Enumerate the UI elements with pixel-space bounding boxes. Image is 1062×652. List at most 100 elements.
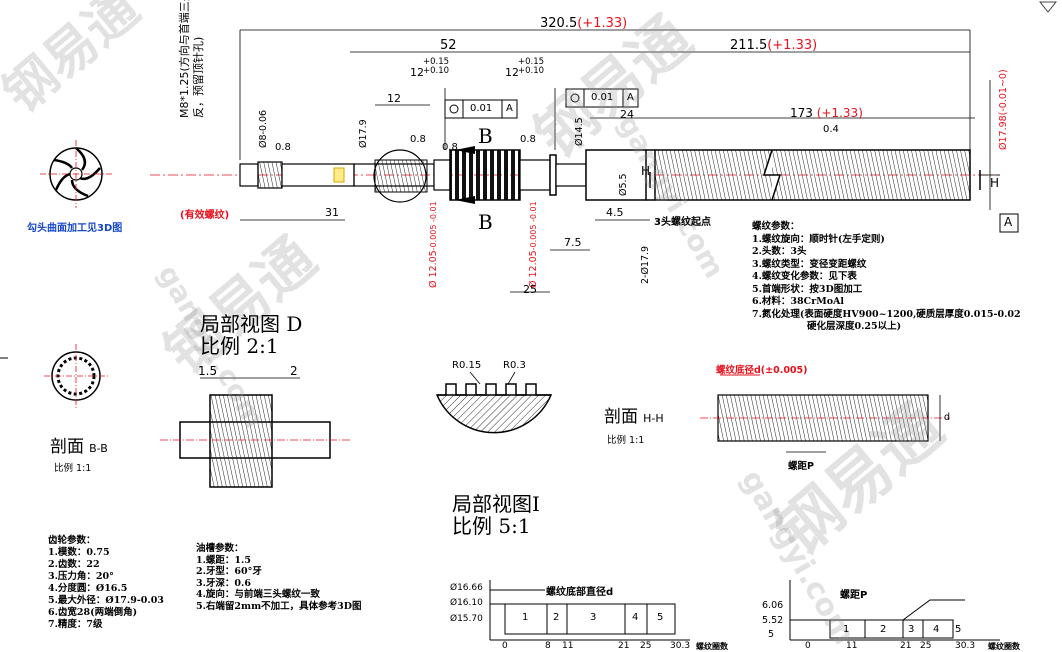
- table-p-x2: 21: [900, 641, 912, 651]
- dim-31: 31: [325, 206, 339, 219]
- dim-12a: 12: [410, 66, 424, 79]
- table-d-x1: 8: [545, 641, 551, 651]
- section-hh: [700, 374, 950, 453]
- main-shaft: [150, 146, 1000, 204]
- section-h-left: H: [641, 164, 651, 178]
- dim-overall: 320.5(+1.33): [540, 16, 628, 31]
- table-p-y1: 6.06: [762, 600, 784, 611]
- datum-a-box: A: [1004, 215, 1013, 229]
- detail-i-r015: R0.15: [452, 360, 482, 371]
- table-d-x4: 25: [640, 641, 652, 651]
- table-d-x2: 11: [562, 641, 574, 651]
- thread-notes: 螺纹参数： 1.螺纹旋向：顺时针(左手定则) 2.头数：3头 3.螺纹类型：变径…: [752, 221, 1021, 332]
- dim-08b: 0.8: [442, 142, 458, 153]
- gtol-value-1: 0.01: [470, 103, 493, 114]
- table-p-x0: 0: [805, 641, 811, 651]
- detail-i-r03: R0.3: [503, 360, 526, 371]
- table-p-y3: 5: [768, 629, 775, 640]
- dim-08a: 0.8: [410, 134, 426, 145]
- dim-phi1798: Ø17.98(-0.01~0): [998, 69, 1009, 150]
- oil-groove-notes: 油槽参数： 1.螺距：1.5 2.牙型：60°牙 3.牙深：0.6 4.旋向：与…: [196, 543, 362, 612]
- dimension-lines: [239, 29, 1000, 293]
- dim-phi145: Ø14.5: [574, 117, 585, 146]
- dim-phi8: Ø8-0.06: [258, 109, 269, 148]
- dim-211: 211.5(+1.33): [730, 38, 818, 53]
- table-p-cell-1: 1: [843, 624, 850, 635]
- bb-scale: 比例 1:1: [54, 463, 92, 474]
- table-d-y1: Ø16.66: [450, 583, 483, 593]
- table-d-x5: 30.3: [670, 641, 691, 651]
- dim-08c: 0.8: [520, 134, 536, 145]
- table-p-cell-3: 3: [908, 624, 915, 635]
- table-p-x3: 25: [920, 641, 932, 651]
- hh-title: 剖面 H-H: [604, 407, 664, 427]
- dim-phi55: Ø5.5: [618, 173, 629, 196]
- table-d-cell-5: 5: [657, 612, 664, 623]
- dim-75: 7.5: [564, 236, 582, 249]
- detail-i-scale: 比例 5:1: [452, 514, 531, 538]
- dim-173: 173 (+1.33): [790, 106, 863, 120]
- gear-notes: 齿轮参数： 1.模数：0.75 2.齿数：22 3.压力角：20° 4.分度圆：…: [48, 535, 164, 630]
- table-p-cell-5: 5: [955, 624, 962, 635]
- table-p-title: 螺距P: [840, 590, 868, 601]
- tol-12b: +0.15+0.10: [518, 57, 545, 76]
- effective-thread: (有效螺纹): [180, 210, 230, 221]
- table-p-y2: 5.52: [762, 615, 784, 626]
- dim-52: 52: [440, 38, 457, 53]
- detail-i-title: 局部视图I: [452, 492, 540, 516]
- dim-12b: 12: [505, 66, 519, 79]
- table-d-title: 螺纹底部直径d: [546, 587, 614, 598]
- table-p-cell-2: 2: [880, 624, 887, 635]
- section-bb: [0, 344, 108, 408]
- gtol-value-2: 0.01: [591, 92, 614, 103]
- dim-24: 24: [620, 108, 634, 121]
- roughness: 0.4: [823, 124, 839, 135]
- gtol-datum-2: A: [627, 92, 634, 103]
- corner-marker: [1038, 1, 1058, 13]
- pitch-label: 螺距P: [788, 461, 814, 472]
- detail-d-title: 局部视图 D: [200, 312, 303, 336]
- table-p-frame: [789, 580, 1000, 641]
- table-d-x-unit: 螺纹圈数: [696, 642, 728, 651]
- detail-d-scale: 比例 2:1: [200, 334, 279, 358]
- table-d-x0: 0: [502, 641, 508, 651]
- table-d-cell-2: 2: [553, 612, 560, 623]
- dim-08d: 0.8: [275, 142, 291, 153]
- dim-25: 25: [523, 283, 537, 296]
- table-d-cell-3: 3: [590, 612, 597, 623]
- table-d-y3: Ø15.70: [450, 614, 483, 624]
- dim-2phi179: 2-Ø17.9: [640, 245, 651, 284]
- bb-title: 剖面 B-B: [50, 437, 108, 457]
- d-label: d: [944, 412, 951, 423]
- gtol-datum-1: A: [506, 103, 513, 114]
- table-d-frame: [489, 580, 690, 641]
- m8-note: M8*1.25(方向与首端三头螺纹方向相反，预留顶针孔): [178, 0, 205, 118]
- section-h-right: H: [990, 176, 1000, 190]
- dim-45: 4.5: [606, 206, 624, 219]
- hh-scale: 比例 1:1: [607, 435, 645, 446]
- hook-head-end-view: [40, 140, 112, 208]
- detail-d-15: 1.5: [198, 364, 218, 378]
- dim-phi1205-b: Ø 12.05-0.005 -0.01: [528, 201, 539, 288]
- detail-i-view: [435, 371, 553, 434]
- tol-12a: +0.15+0.10: [423, 57, 450, 76]
- table-p-x-unit: 螺纹圈数: [988, 642, 1020, 651]
- detail-d-2: 2: [290, 364, 298, 378]
- table-p-x4: 30.3: [955, 641, 976, 651]
- thread-start-point: 3头螺纹起点: [654, 217, 711, 228]
- gtol-frames: [444, 88, 1019, 233]
- table-d-cell-1: 1: [522, 612, 529, 623]
- detail-d-view: [160, 377, 350, 488]
- table-p-cell-4: 4: [933, 624, 940, 635]
- section-b-bottom: B: [478, 210, 493, 234]
- table-d-x3: 21: [618, 641, 630, 651]
- table-d-y2: Ø16.10: [450, 598, 483, 608]
- section-b-top: B: [478, 124, 493, 148]
- dim-12c: 12: [387, 92, 401, 105]
- hook-head-label: 勾头曲面加工见3D图: [27, 223, 123, 234]
- table-p-x1: 11: [846, 641, 858, 651]
- table-d-cell-4: 4: [632, 612, 639, 623]
- dim-phi1205-a: Ø 12.05-0.005 -0.01: [428, 201, 439, 288]
